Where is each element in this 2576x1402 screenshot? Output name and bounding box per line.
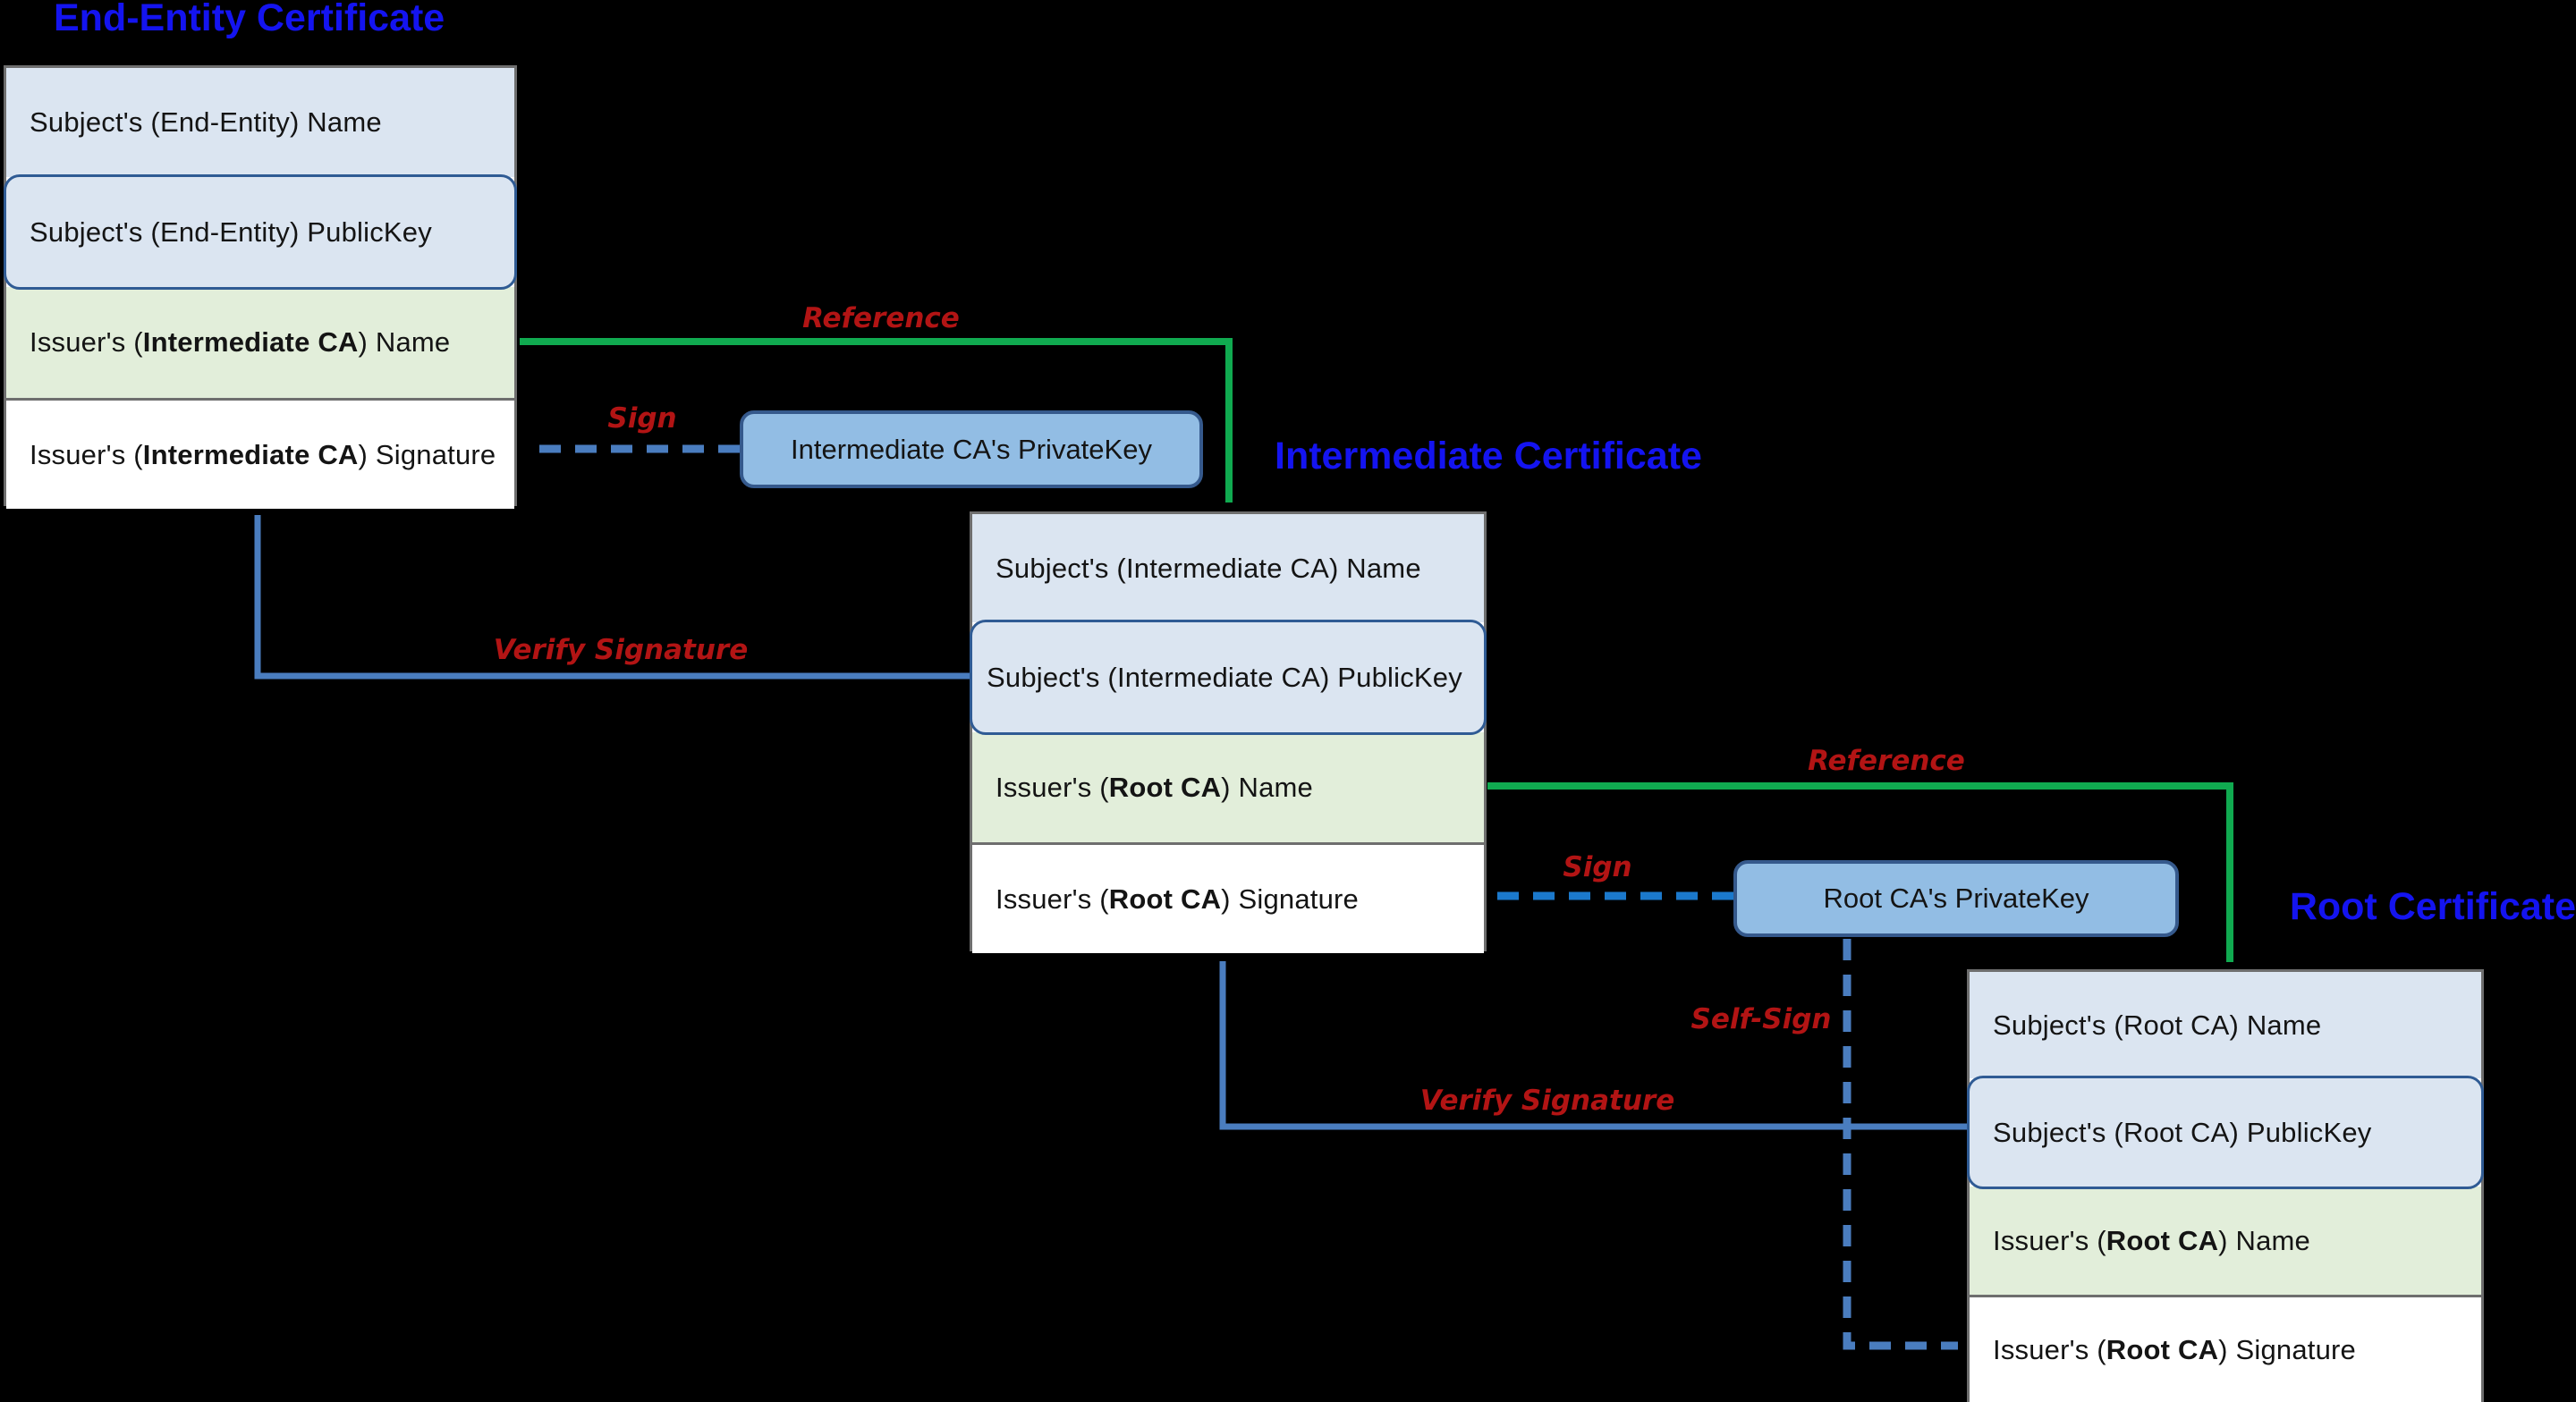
row-label: Subject's (Intermediate CA) Name bbox=[996, 552, 1421, 584]
issuer-signature-row: Issuer's (Intermediate CA) Signature bbox=[6, 398, 514, 509]
subject-name-row: Subject's (Root CA) Name bbox=[1970, 972, 2481, 1078]
reference-arrow-2 bbox=[1487, 782, 2233, 962]
subject-name-row: Subject's (End-Entity) Name bbox=[6, 68, 514, 177]
issuer-name-row: Issuer's (Intermediate CA) Name bbox=[6, 287, 514, 398]
row-label: Issuer's ( bbox=[1993, 1334, 2106, 1365]
subject-publickey-row: Subject's (End-Entity) PublicKey bbox=[4, 174, 517, 290]
issuer-name-row: Issuer's (Root CA) Name bbox=[972, 732, 1484, 842]
root-ca-privatekey-box: Root CA's PrivateKey bbox=[1733, 860, 2179, 937]
root-certificate-title: Root Certificate bbox=[2289, 885, 2576, 928]
root-certificate-box: Subject's (Root CA) Name Subject's (Root… bbox=[1967, 969, 2484, 1402]
intermediate-ca-privatekey-box: Intermediate CA's PrivateKey bbox=[740, 410, 1203, 488]
end-entity-certificate-title: End-Entity Certificate bbox=[54, 0, 445, 39]
issuer-name-row: Issuer's (Root CA) Name bbox=[1970, 1187, 2481, 1295]
subject-publickey-row: Subject's (Root CA) PublicKey bbox=[1967, 1076, 2484, 1189]
privatekey-label: Root CA's PrivateKey bbox=[1823, 883, 2089, 914]
reference-label-2: Reference bbox=[1808, 745, 1965, 777]
row-label: Subject's (End-Entity) PublicKey bbox=[30, 215, 432, 248]
reference-arrow-1 bbox=[520, 338, 1233, 503]
row-label: Issuer's ( bbox=[996, 883, 1109, 915]
row-label: Subject's (Root CA) Name bbox=[1993, 1009, 2322, 1041]
row-label: Subject's (Root CA) PublicKey bbox=[1993, 1116, 2372, 1148]
self-sign-label: Self-Sign bbox=[1690, 1003, 1832, 1035]
verify-signature-label-1: Verify Signature bbox=[493, 634, 749, 666]
row-label: Issuer's ( bbox=[1993, 1224, 2106, 1256]
verify-signature-label-2: Verify Signature bbox=[1419, 1085, 1675, 1117]
subject-publickey-row: Subject's (Intermediate CA) PublicKey bbox=[970, 620, 1487, 735]
row-label: Issuer's ( bbox=[30, 326, 143, 358]
sign-label-1: Sign bbox=[607, 402, 677, 435]
issuer-signature-row: Issuer's (Root CA) Signature bbox=[972, 842, 1484, 953]
intermediate-certificate-title: Intermediate Certificate bbox=[1275, 435, 1702, 477]
row-label: Issuer's ( bbox=[996, 771, 1109, 803]
privatekey-label: Intermediate CA's PrivateKey bbox=[791, 433, 1152, 465]
row-label: Subject's (Intermediate CA) PublicKey bbox=[987, 661, 1462, 693]
self-sign-arrow bbox=[1843, 939, 1958, 1350]
sign-label-2: Sign bbox=[1563, 851, 1632, 883]
end-entity-certificate-box: Subject's (End-Entity) Name Subject's (E… bbox=[4, 65, 517, 509]
row-label: Subject's (End-Entity) Name bbox=[30, 106, 382, 138]
intermediate-certificate-box: Subject's (Intermediate CA) Name Subject… bbox=[970, 511, 1487, 953]
reference-label-1: Reference bbox=[802, 302, 960, 334]
row-label: Issuer's ( bbox=[30, 438, 143, 470]
verify-signature-arrow-1 bbox=[254, 515, 970, 680]
issuer-signature-row: Issuer's (Root CA) Signature bbox=[1970, 1295, 2481, 1402]
verify-signature-arrow-2 bbox=[1219, 961, 1967, 1130]
subject-name-row: Subject's (Intermediate CA) Name bbox=[972, 514, 1484, 622]
